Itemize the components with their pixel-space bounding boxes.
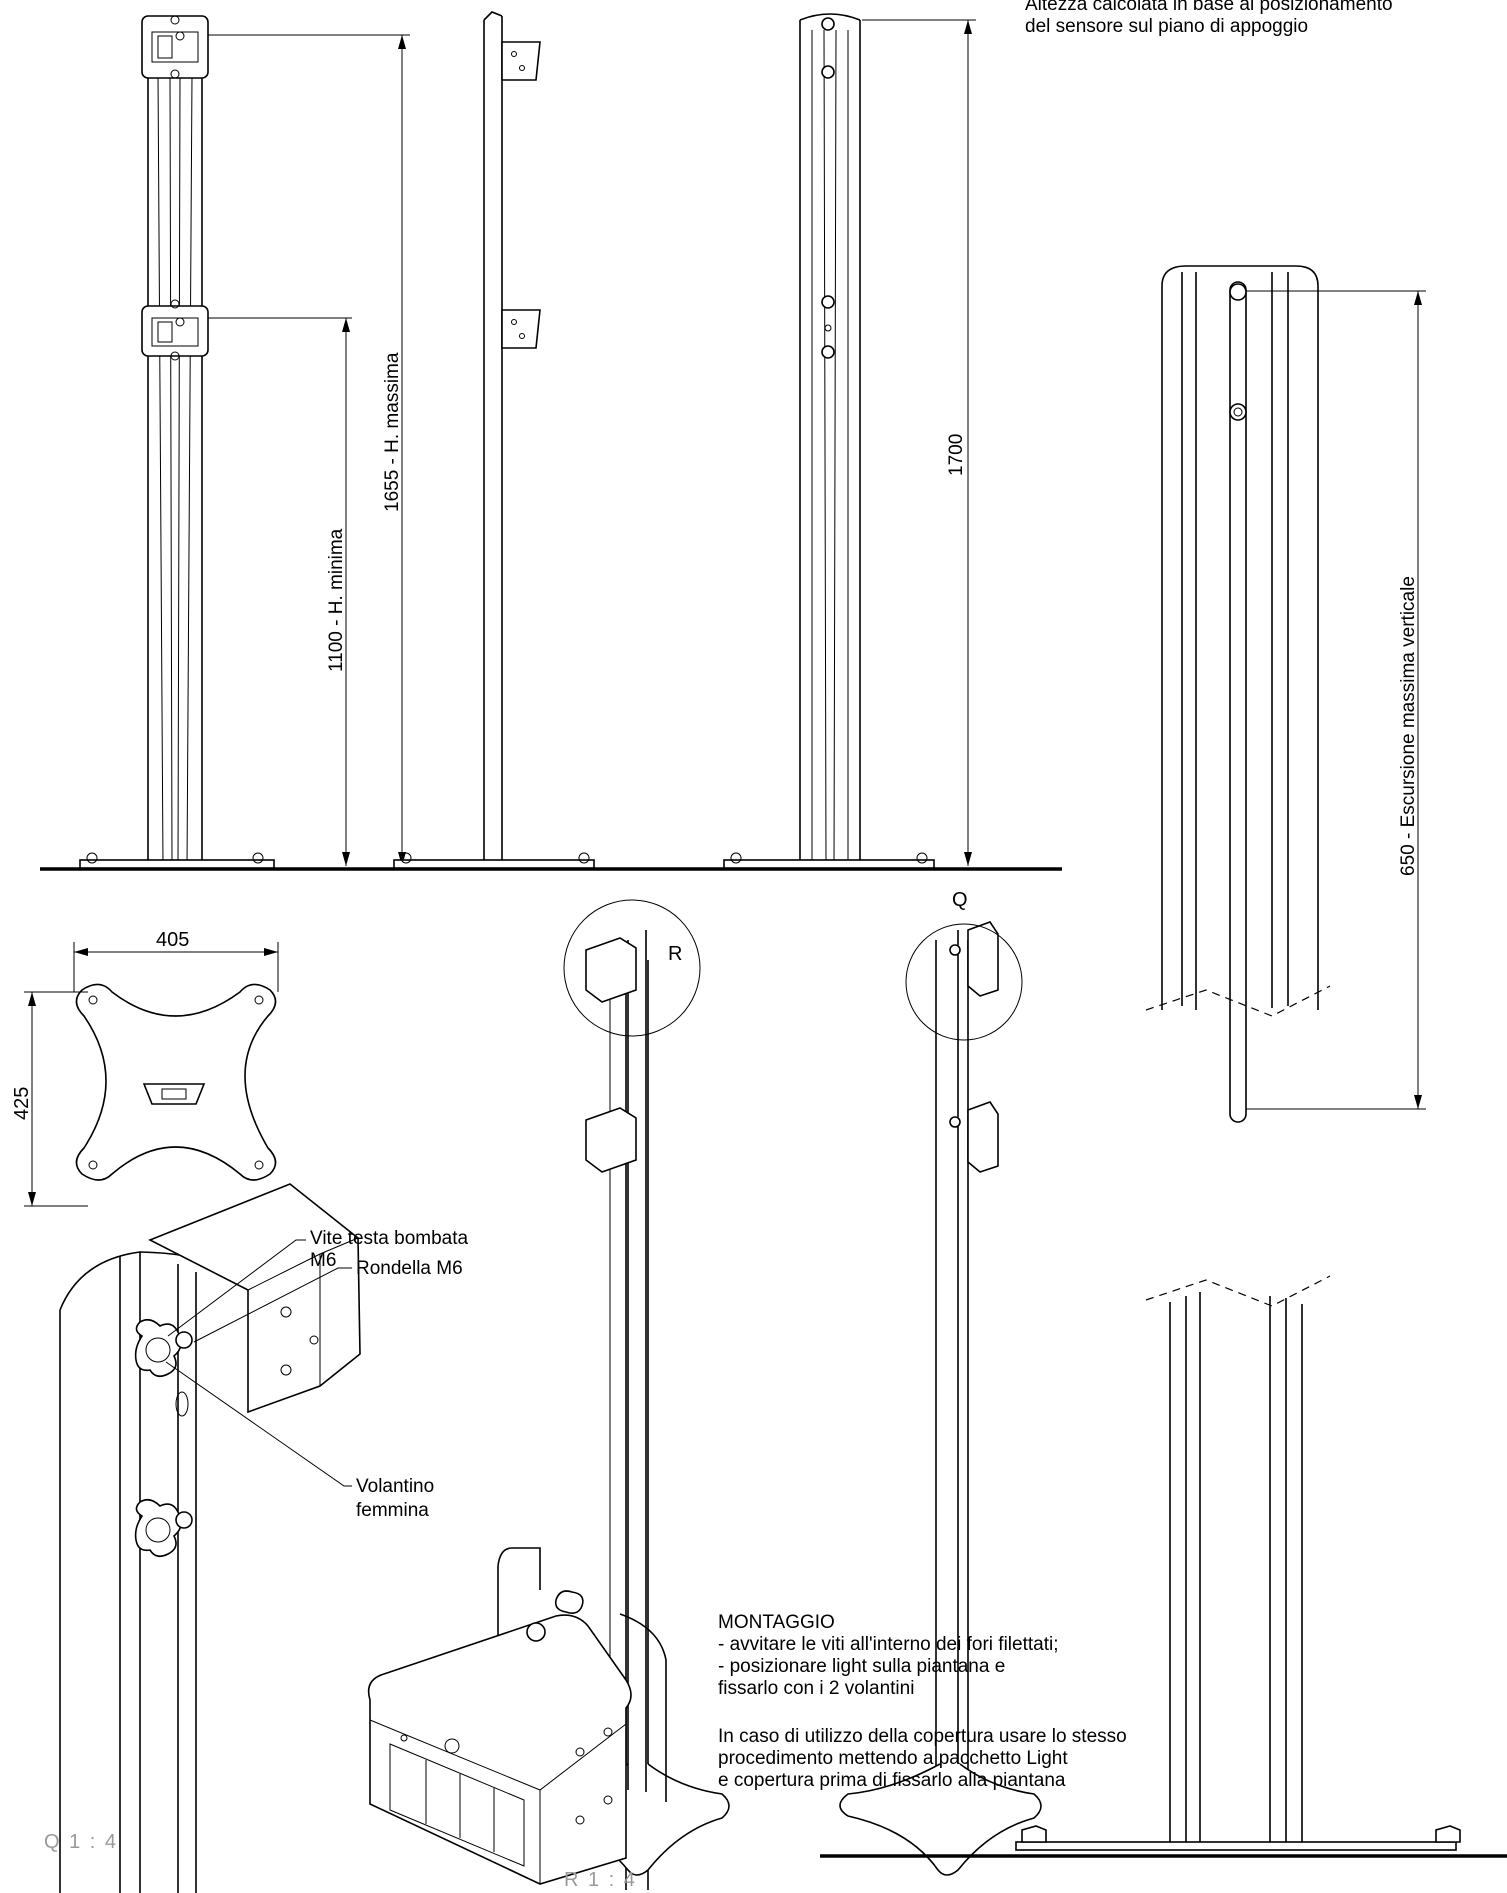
- callout-knob: Volantino femmina: [356, 1476, 434, 1521]
- assembly-instructions: MONTAGGIO - avvitare le viti all'interno…: [718, 1612, 1127, 1791]
- assembly-step3: fissarlo con i 2 volantini: [718, 1678, 914, 1699]
- detail-r-view: [367, 1547, 667, 1885]
- dimension-h-max: 1655 - H. massima: [208, 34, 410, 866]
- scale-r: R 1 : 4: [564, 1869, 637, 1891]
- header-note: Altezza calcolata in base al posizioname…: [1025, 0, 1393, 37]
- base-plate-view: [75, 983, 277, 1181]
- front-view-column: [79, 15, 275, 869]
- base-width-label: 405: [156, 929, 189, 951]
- callout-screw-line1: Vite testa bombata: [310, 1228, 469, 1249]
- marker-q: Q: [952, 889, 968, 911]
- assembly-note2: procedimento mettendo a pacchetto Light: [718, 1748, 1068, 1769]
- assembly-note3: e copertura prima di fissarlo alla piant…: [718, 1770, 1066, 1791]
- callout-knob-line2: femmina: [356, 1500, 429, 1521]
- base-depth-label: 425: [11, 1087, 33, 1120]
- assembly-note1: In caso di utilizzo della copertura usar…: [718, 1726, 1127, 1747]
- side-view-column: [393, 11, 595, 869]
- assembly-step1: - avvitare le viti all'interno dei fori …: [718, 1634, 1059, 1655]
- dimension-base-width: 405: [73, 929, 279, 992]
- callout-screw: Vite testa bombata M6: [310, 1228, 469, 1271]
- assembly-step2: - posizionare light sulla piantana e: [718, 1656, 1005, 1677]
- callout-washer: Rondella M6: [356, 1258, 463, 1279]
- callout-screw-line2: M6: [310, 1250, 336, 1271]
- enlarged-column-section: [820, 265, 1507, 1858]
- dimension-h-total: 1700: [862, 19, 976, 866]
- dimension-vertical-travel: 650 - Escursione massima verticale: [1246, 290, 1426, 1110]
- h-min-label: 1100 - H. minima: [326, 528, 347, 672]
- dimension-h-min: 1100 - H. minima: [208, 317, 352, 866]
- header-note-line1: Altezza calcolata in base al posizioname…: [1025, 0, 1393, 15]
- marker-r: R: [668, 943, 682, 965]
- h-total-label: 1700: [946, 434, 967, 476]
- callout-leaders: [165, 1239, 352, 1487]
- header-note-line2: del sensore sul piano di appoggio: [1025, 16, 1308, 37]
- dimension-base-depth: 425: [11, 991, 88, 1207]
- assembly-title: MONTAGGIO: [718, 1612, 835, 1633]
- callout-knob-line1: Volantino: [356, 1476, 434, 1497]
- detail-q-view: [59, 1183, 361, 1893]
- vertical-travel-label: 650 - Escursione massima verticale: [1398, 576, 1419, 876]
- scale-q: Q 1 : 4: [44, 1831, 118, 1853]
- rear-view-column: [723, 13, 935, 869]
- h-max-label: 1655 - H. massima: [382, 352, 403, 512]
- isometric-view-q: Q: [839, 889, 1042, 1876]
